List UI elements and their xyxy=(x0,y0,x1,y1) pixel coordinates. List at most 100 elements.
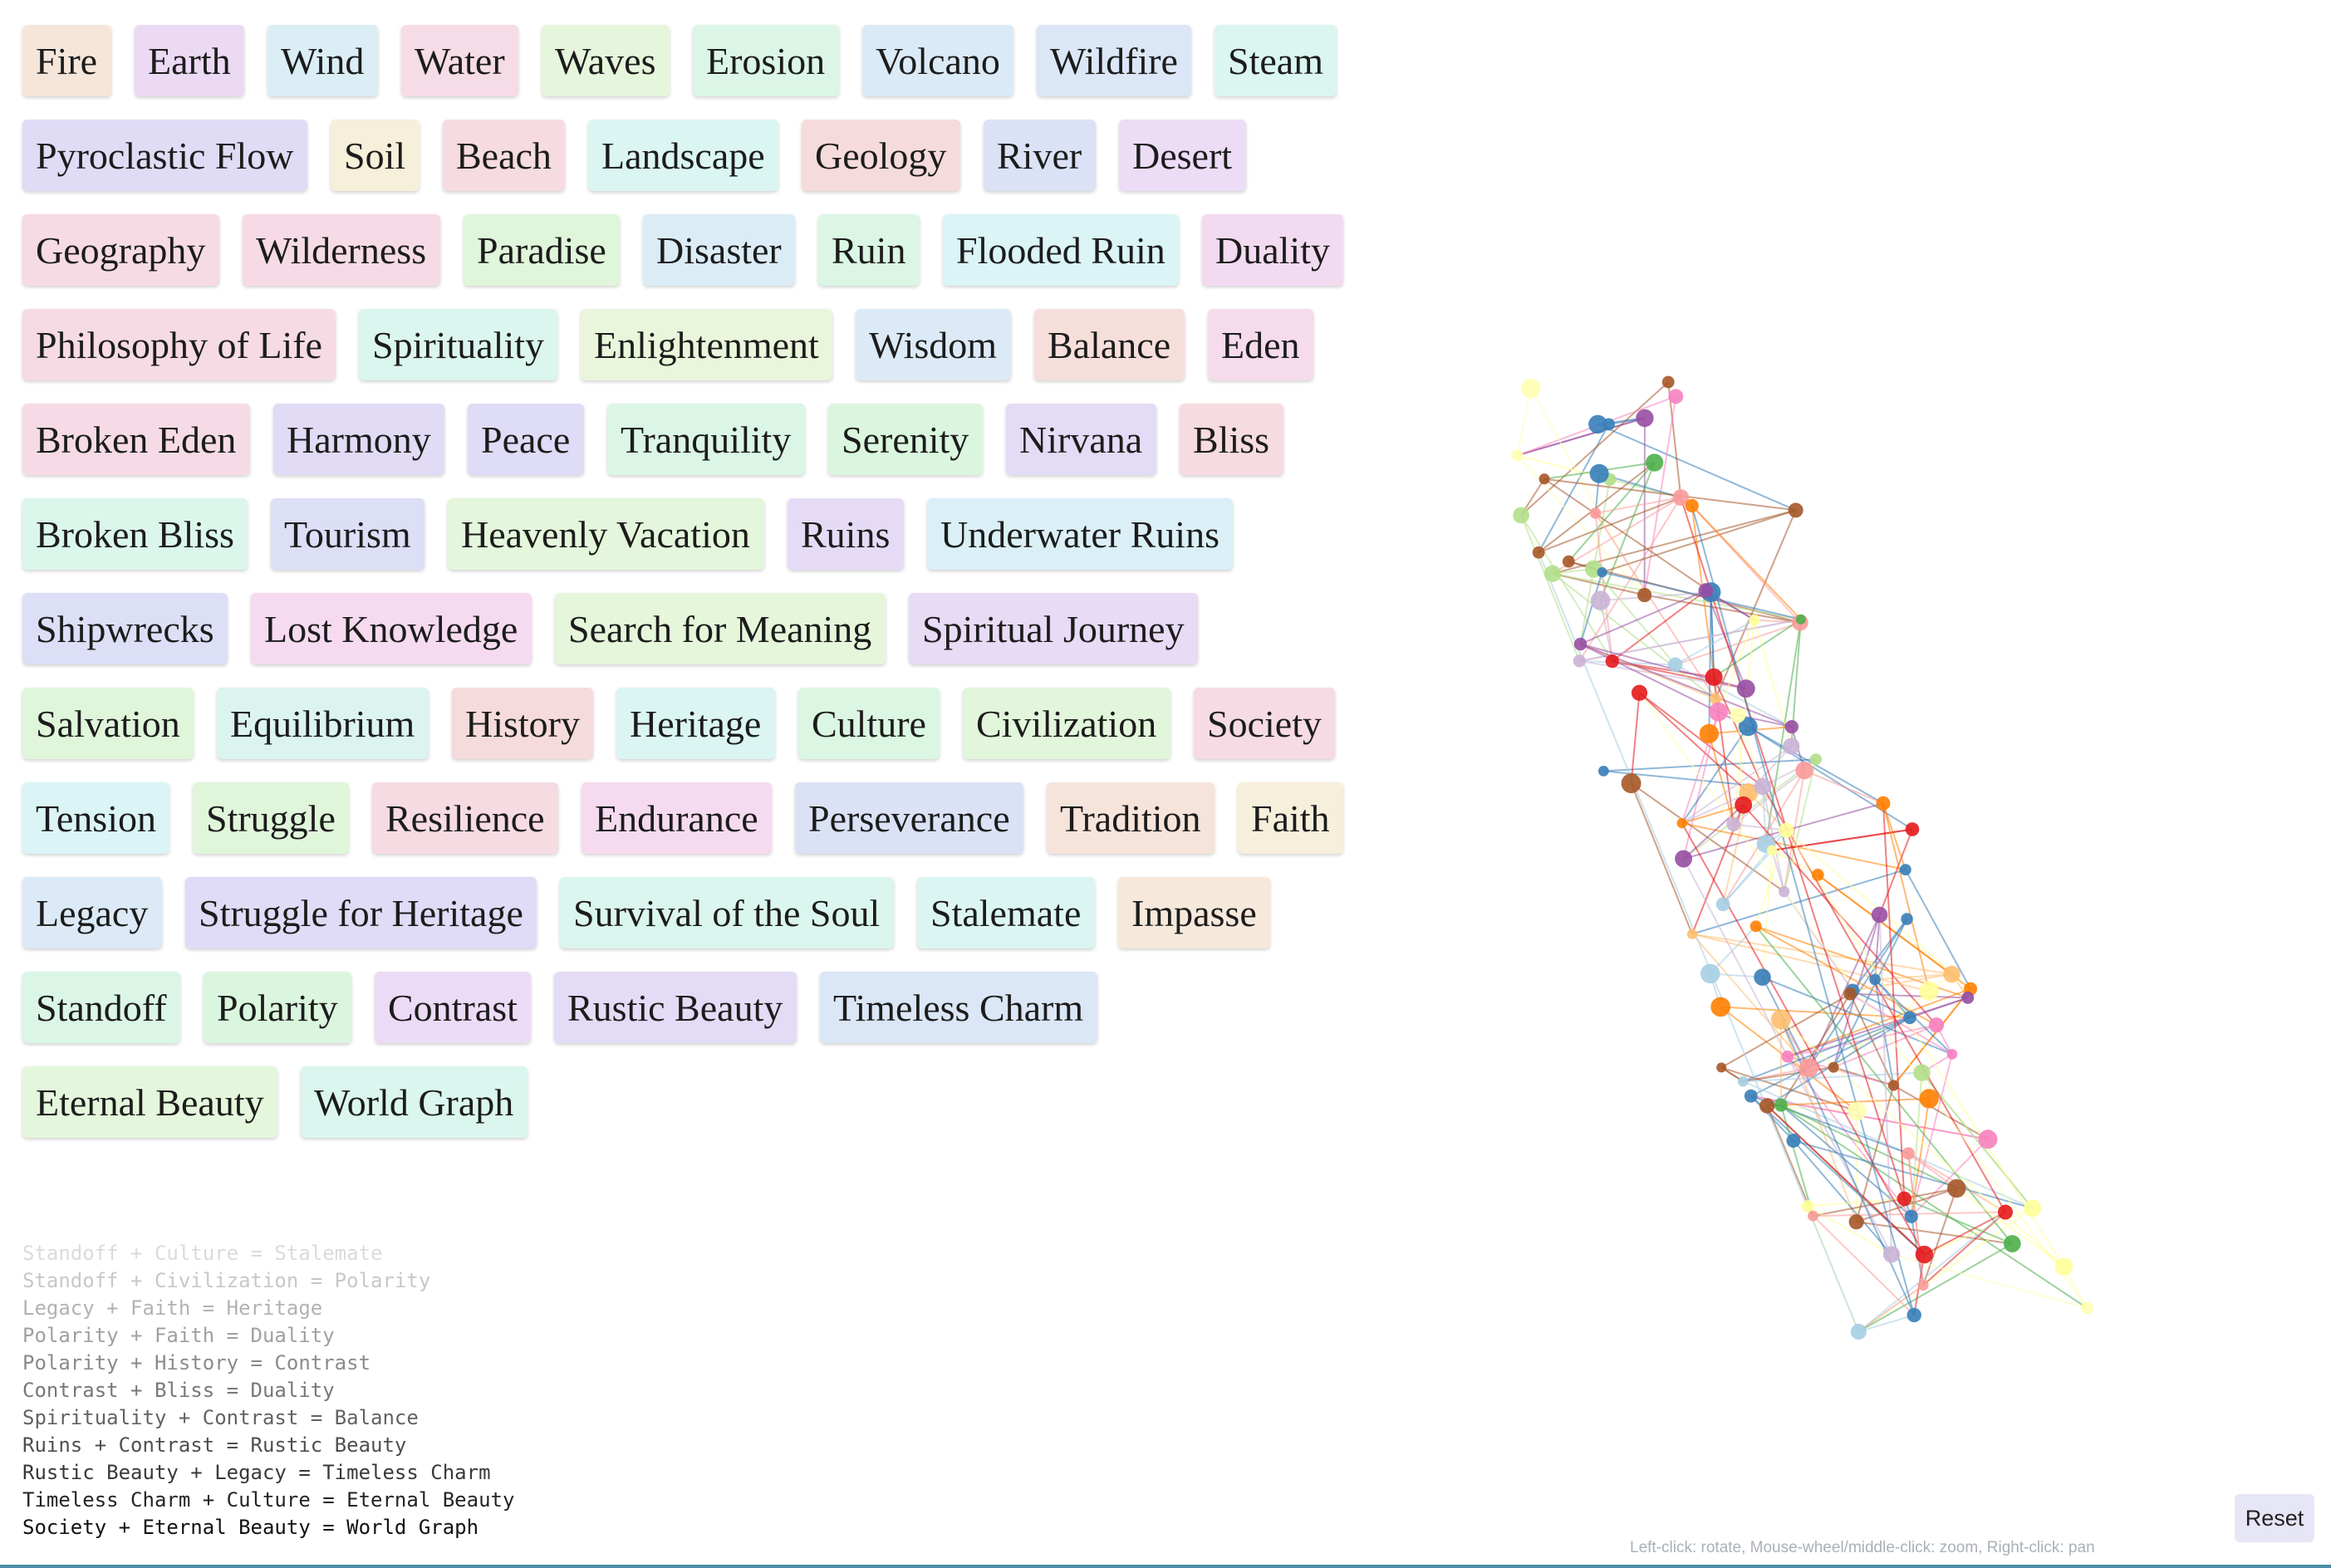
element-chip[interactable]: River xyxy=(984,120,1096,191)
graph-node xyxy=(1799,1058,1818,1078)
element-chip[interactable]: Tourism xyxy=(271,498,424,570)
element-chip[interactable]: Bliss xyxy=(1180,404,1283,475)
graph-node xyxy=(1919,981,1939,1001)
element-chip[interactable]: World Graph xyxy=(301,1066,528,1138)
element-chip[interactable]: Stalemate xyxy=(917,877,1095,948)
graph-edge xyxy=(1552,572,1716,700)
element-chip[interactable]: Wisdom xyxy=(856,309,1011,380)
element-chip[interactable]: Disaster xyxy=(643,214,795,286)
element-chip[interactable]: Steam xyxy=(1215,25,1337,96)
element-chip[interactable]: Duality xyxy=(1202,214,1343,286)
element-chip[interactable]: Equilibrium xyxy=(217,688,429,759)
element-chip[interactable]: Survival of the Soul xyxy=(560,877,894,948)
element-chip[interactable]: Rustic Beauty xyxy=(554,972,797,1043)
graph-edge xyxy=(1743,1071,1922,1083)
graph-node xyxy=(1685,498,1699,512)
element-chip[interactable]: Faith xyxy=(1238,782,1343,854)
element-chip[interactable]: Geography xyxy=(22,214,219,286)
element-chip[interactable]: Philosophy of Life xyxy=(22,309,336,380)
element-chip[interactable]: Legacy xyxy=(22,877,162,948)
element-chip[interactable]: Tranquility xyxy=(607,404,805,475)
element-chip[interactable]: Culture xyxy=(798,688,940,759)
element-chip[interactable]: Broken Eden xyxy=(22,404,250,475)
graph-edge xyxy=(1858,1314,1915,1333)
element-chip[interactable]: Nirvana xyxy=(1006,404,1156,475)
element-chip[interactable]: Paradise xyxy=(464,214,620,286)
reset-button[interactable]: Reset xyxy=(2235,1494,2314,1542)
element-chip[interactable]: Soil xyxy=(331,120,420,191)
graph-node xyxy=(1588,414,1607,434)
element-chip[interactable]: Fire xyxy=(22,25,111,96)
element-chip[interactable]: Impasse xyxy=(1118,877,1270,948)
world-graph-3d-view[interactable] xyxy=(1495,365,2331,1445)
element-chip[interactable]: Civilization xyxy=(963,688,1170,759)
graph-node xyxy=(1709,702,1728,722)
element-chip[interactable]: Resilience xyxy=(372,782,558,854)
element-chip[interactable]: Peace xyxy=(468,404,584,475)
element-chip[interactable]: Perseverance xyxy=(795,782,1023,854)
graph-node xyxy=(1828,1061,1839,1073)
element-chip[interactable]: Broken Bliss xyxy=(22,498,248,570)
element-chip[interactable]: Shipwrecks xyxy=(22,593,228,664)
element-chip[interactable]: Salvation xyxy=(22,688,194,759)
graph-edge xyxy=(1852,973,1952,992)
graph-node xyxy=(1850,1324,1867,1340)
element-chip[interactable]: Enlightenment xyxy=(581,309,832,380)
element-chip[interactable]: Polarity xyxy=(204,972,351,1043)
element-chip[interactable]: Water xyxy=(401,25,518,96)
element-chip[interactable]: Heritage xyxy=(616,688,775,759)
graph-edge xyxy=(1786,1056,1912,1218)
element-chip[interactable]: Earth xyxy=(135,25,244,96)
element-chip[interactable]: Endurance xyxy=(582,782,772,854)
element-chip[interactable]: Wildfire xyxy=(1037,25,1191,96)
element-chip[interactable]: Landscape xyxy=(588,120,778,191)
element-chip[interactable]: Eternal Beauty xyxy=(22,1066,277,1138)
element-chip[interactable]: Waves xyxy=(542,25,670,96)
element-chip[interactable]: Spirituality xyxy=(359,309,557,380)
element-chip[interactable]: Erosion xyxy=(693,25,839,96)
graph-edge xyxy=(1807,1205,1892,1256)
element-chip[interactable]: Volcano xyxy=(862,25,1013,96)
element-chip[interactable]: Standoff xyxy=(22,972,180,1043)
element-chip[interactable]: Flooded Ruin xyxy=(943,214,1179,286)
graph-edge xyxy=(1681,726,1749,824)
element-chip[interactable]: Eden xyxy=(1208,309,1313,380)
graph-edge xyxy=(1754,925,2014,1245)
element-chip[interactable]: Contrast xyxy=(375,972,531,1043)
graph-edge xyxy=(1709,925,1757,975)
element-chip[interactable]: Ruin xyxy=(818,214,920,286)
element-chip[interactable]: Balance xyxy=(1034,309,1185,380)
graph-node xyxy=(1754,777,1772,796)
element-chip[interactable]: Geology xyxy=(802,120,960,191)
graph-edge xyxy=(1691,933,1952,976)
element-chip[interactable]: Search for Meaning xyxy=(555,593,886,664)
graph-edge xyxy=(1922,1188,1958,1286)
element-chip[interactable]: Society xyxy=(1194,688,1335,759)
element-chip[interactable]: Pyroclastic Flow xyxy=(22,120,307,191)
element-chip[interactable]: Struggle for Heritage xyxy=(185,877,537,948)
graph-edge xyxy=(1857,1242,2013,1333)
element-chip[interactable]: Struggle xyxy=(193,782,349,854)
graph-node xyxy=(1781,1050,1794,1063)
element-chip[interactable]: Timeless Charm xyxy=(820,972,1097,1043)
graph-edge xyxy=(1766,1105,1926,1256)
element-chip[interactable]: Serenity xyxy=(828,404,983,475)
element-chip[interactable]: History xyxy=(452,688,593,759)
graph-edge xyxy=(1691,505,1802,620)
element-chip[interactable]: Tradition xyxy=(1047,782,1215,854)
element-chip[interactable]: Desert xyxy=(1119,120,1246,191)
element-chip[interactable]: Wilderness xyxy=(243,214,440,286)
element-chip[interactable]: Ruins xyxy=(788,498,904,570)
element-chip[interactable]: Beach xyxy=(443,120,565,191)
graph-edge xyxy=(1630,782,1693,934)
graph-node xyxy=(1887,1080,1899,1091)
element-chip[interactable]: Lost Knowledge xyxy=(251,593,532,664)
element-chip[interactable]: Underwater Ruins xyxy=(927,498,1233,570)
graph-edge xyxy=(1722,850,1773,905)
element-chip[interactable]: Harmony xyxy=(273,404,444,475)
element-chip[interactable]: Heavenly Vacation xyxy=(448,498,764,570)
element-chip[interactable]: Tension xyxy=(22,782,169,854)
element-chip[interactable]: Spiritual Journey xyxy=(909,593,1198,664)
element-chip[interactable]: Wind xyxy=(267,25,378,96)
